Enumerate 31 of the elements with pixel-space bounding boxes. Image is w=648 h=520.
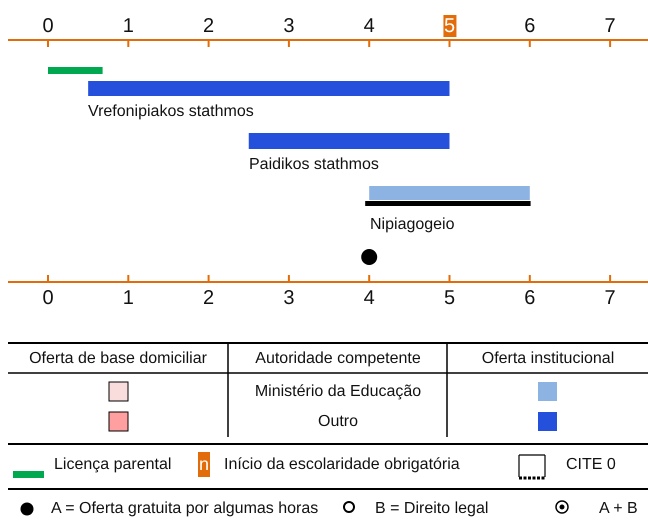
tick-label: 7 [604,16,616,36]
tick-label: 6 [524,16,536,36]
legend-label: CITE 0 [566,457,616,473]
tick-label: 5 [444,288,456,308]
tick-label: 2 [203,16,214,36]
tick-label: 4 [364,288,375,308]
tick-label: 1 [122,288,134,308]
tick-label: 0 [42,288,54,308]
legend-label: A + B [599,501,638,517]
column-header: Autoridade competente [255,351,421,367]
highlighted-tick-label: 5 [442,15,456,37]
column-header: Oferta de base domiciliar [29,351,207,367]
legend-label: Início da escolaridade obrigatória [224,457,460,473]
tick-label: 0 [42,16,54,36]
legend-label: A = Oferta gratuita por algumas horas [51,501,318,517]
tick-label: 4 [364,16,375,36]
tick-label: 3 [283,16,294,36]
bar-label: Nipiagogeio [370,217,455,233]
tick-label: 2 [203,288,214,308]
compulsory-start-marker: n [198,452,210,477]
column-header: Oferta institucional [482,351,614,367]
tick-label: 1 [122,16,134,36]
legend-label: Licença parental [54,457,172,473]
tick-label: 7 [604,288,616,308]
tick-label: 3 [283,288,294,308]
legend-label: B = Direito legal [375,501,488,517]
bar-label: Paidikos stathmos [249,157,379,173]
tick-label: 6 [524,288,536,308]
bar-label: Vrefonipiakos stathmos [88,104,254,120]
table-cell: Ministério da Educação [254,384,422,400]
table-cell: Outro [318,414,358,430]
